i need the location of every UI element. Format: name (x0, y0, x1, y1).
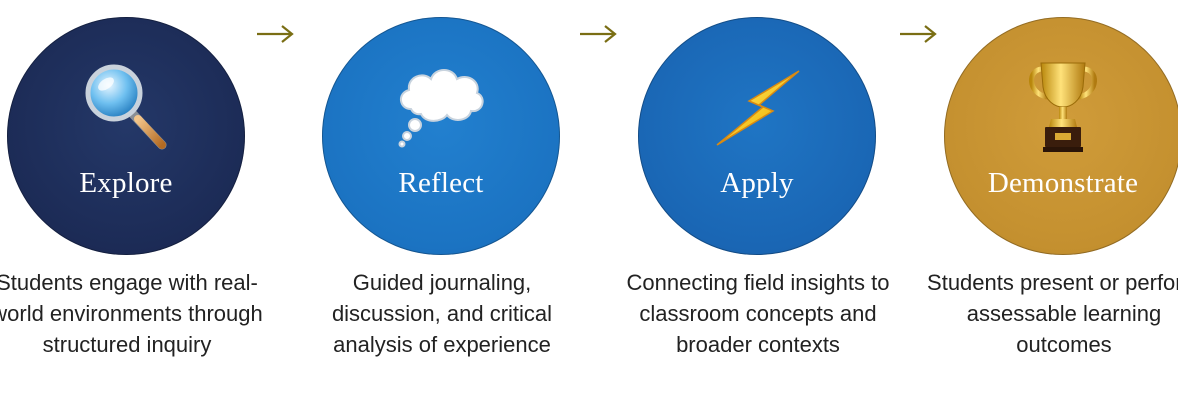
explore-circle: Explore (7, 17, 245, 255)
demonstrate-circle: Demonstrate (944, 17, 1178, 255)
step-label: Demonstrate (987, 167, 1139, 199)
arrow-right-icon (257, 25, 294, 43)
trophy-icon (1029, 62, 1097, 152)
thought-cloud-icon (398, 69, 484, 148)
step-description: Students engage with real-world environm… (0, 270, 263, 357)
step-description: Connecting field insights to classroom c… (626, 270, 890, 357)
reflect-circle: Reflect (322, 17, 560, 255)
step-label: Apply (720, 167, 794, 199)
arrow-right-icon (580, 25, 617, 43)
lightning-bolt-icon (716, 70, 800, 146)
magnifying-glass-icon (85, 64, 167, 150)
apply-circle: Apply (638, 17, 876, 255)
step-label: Explore (79, 167, 173, 199)
step-description: Guided journaling, discussion, and criti… (331, 270, 553, 357)
step-description: Students present or perform assessable l… (927, 270, 1178, 357)
step-label: Reflect (398, 167, 484, 199)
arrow-right-icon (900, 25, 937, 43)
